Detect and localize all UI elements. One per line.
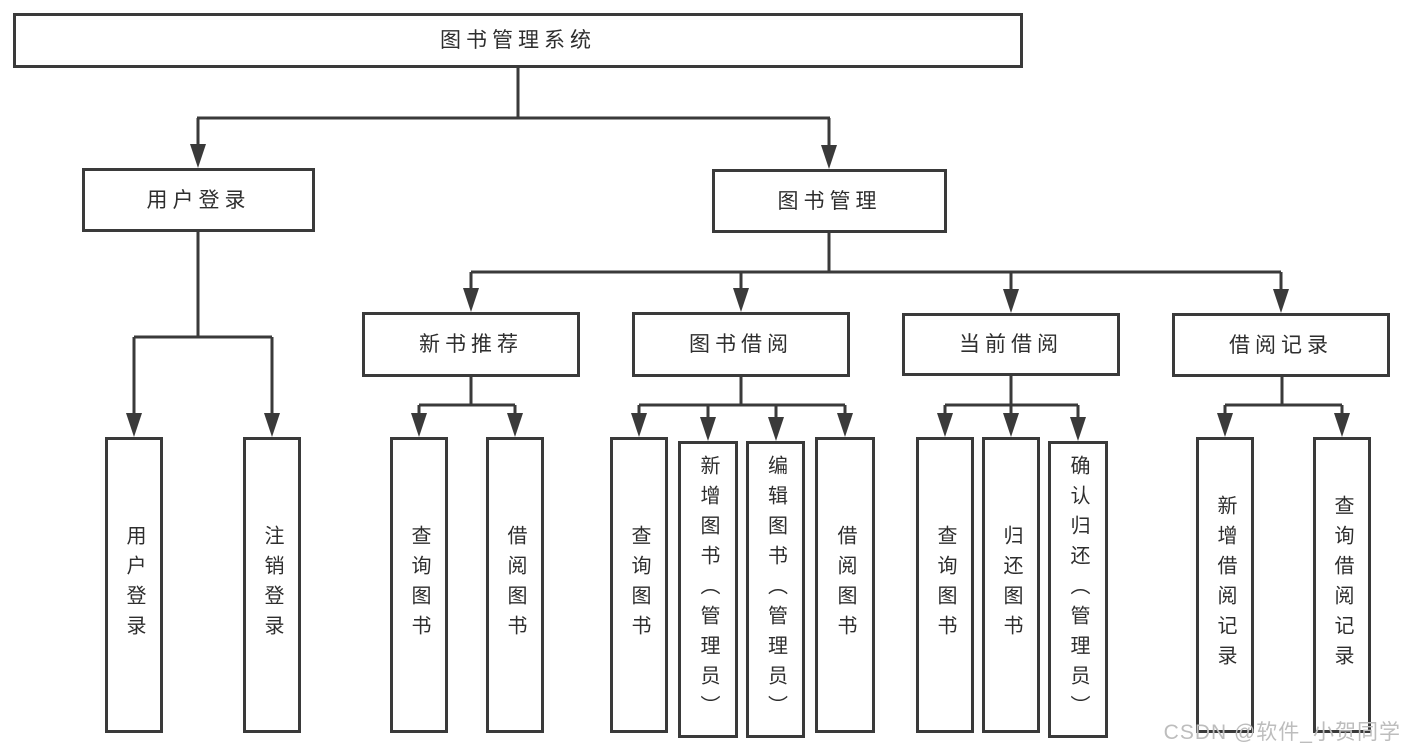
arrowhead (190, 144, 206, 168)
node-root-system: 图书管理系统 (13, 13, 1023, 68)
node-book-management: 图书管理 (712, 169, 947, 233)
arrowhead (1273, 289, 1289, 313)
arrowhead (264, 413, 280, 437)
arrowhead (937, 413, 953, 437)
arrowhead (768, 417, 784, 441)
node-book-borrow: 图书借阅 (632, 312, 850, 377)
leaf-rec-borrow-book: 借阅图书 (486, 437, 544, 733)
leaf-logout: 注销登录 (243, 437, 301, 733)
arrowhead (463, 288, 479, 312)
arrowhead (733, 288, 749, 312)
node-user-login: 用户登录 (82, 168, 315, 232)
node-new-book-recommend: 新书推荐 (362, 312, 580, 377)
arrowhead (631, 413, 647, 437)
arrowhead (126, 413, 142, 437)
arrowhead (1003, 289, 1019, 313)
arrowhead (1003, 413, 1019, 437)
arrowhead (1217, 413, 1233, 437)
arrowhead (700, 417, 716, 441)
leaf-cur-query-book: 查询图书 (916, 437, 974, 733)
leaf-rec-query-book: 查询图书 (390, 437, 448, 733)
leaf-bor-borrow-book: 借阅图书 (815, 437, 875, 733)
leaf-cur-confirm-return-admin: 确认归还（管理员） (1048, 441, 1108, 738)
arrowhead (1070, 417, 1086, 441)
arrowhead (411, 413, 427, 437)
csdn-watermark: CSDN @软件_小贺同学 (1163, 721, 1401, 744)
arrowhead (837, 413, 853, 437)
arrowhead (1334, 413, 1350, 437)
leaf-bor-edit-book-admin: 编辑图书（管理员） (746, 441, 805, 738)
arrowhead (821, 145, 837, 169)
leaf-bor-query-book: 查询图书 (610, 437, 668, 733)
leaf-cur-return-book: 归还图书 (982, 437, 1040, 733)
node-current-borrow: 当前借阅 (902, 313, 1120, 376)
node-borrow-records: 借阅记录 (1172, 313, 1390, 377)
leaf-user-login: 用户登录 (105, 437, 163, 733)
leaf-bor-add-book-admin: 新增图书（管理员） (678, 441, 738, 738)
arrowhead (507, 413, 523, 437)
leaf-hist-add-record: 新增借阅记录 (1196, 437, 1254, 733)
leaf-hist-query-record: 查询借阅记录 (1313, 437, 1371, 733)
